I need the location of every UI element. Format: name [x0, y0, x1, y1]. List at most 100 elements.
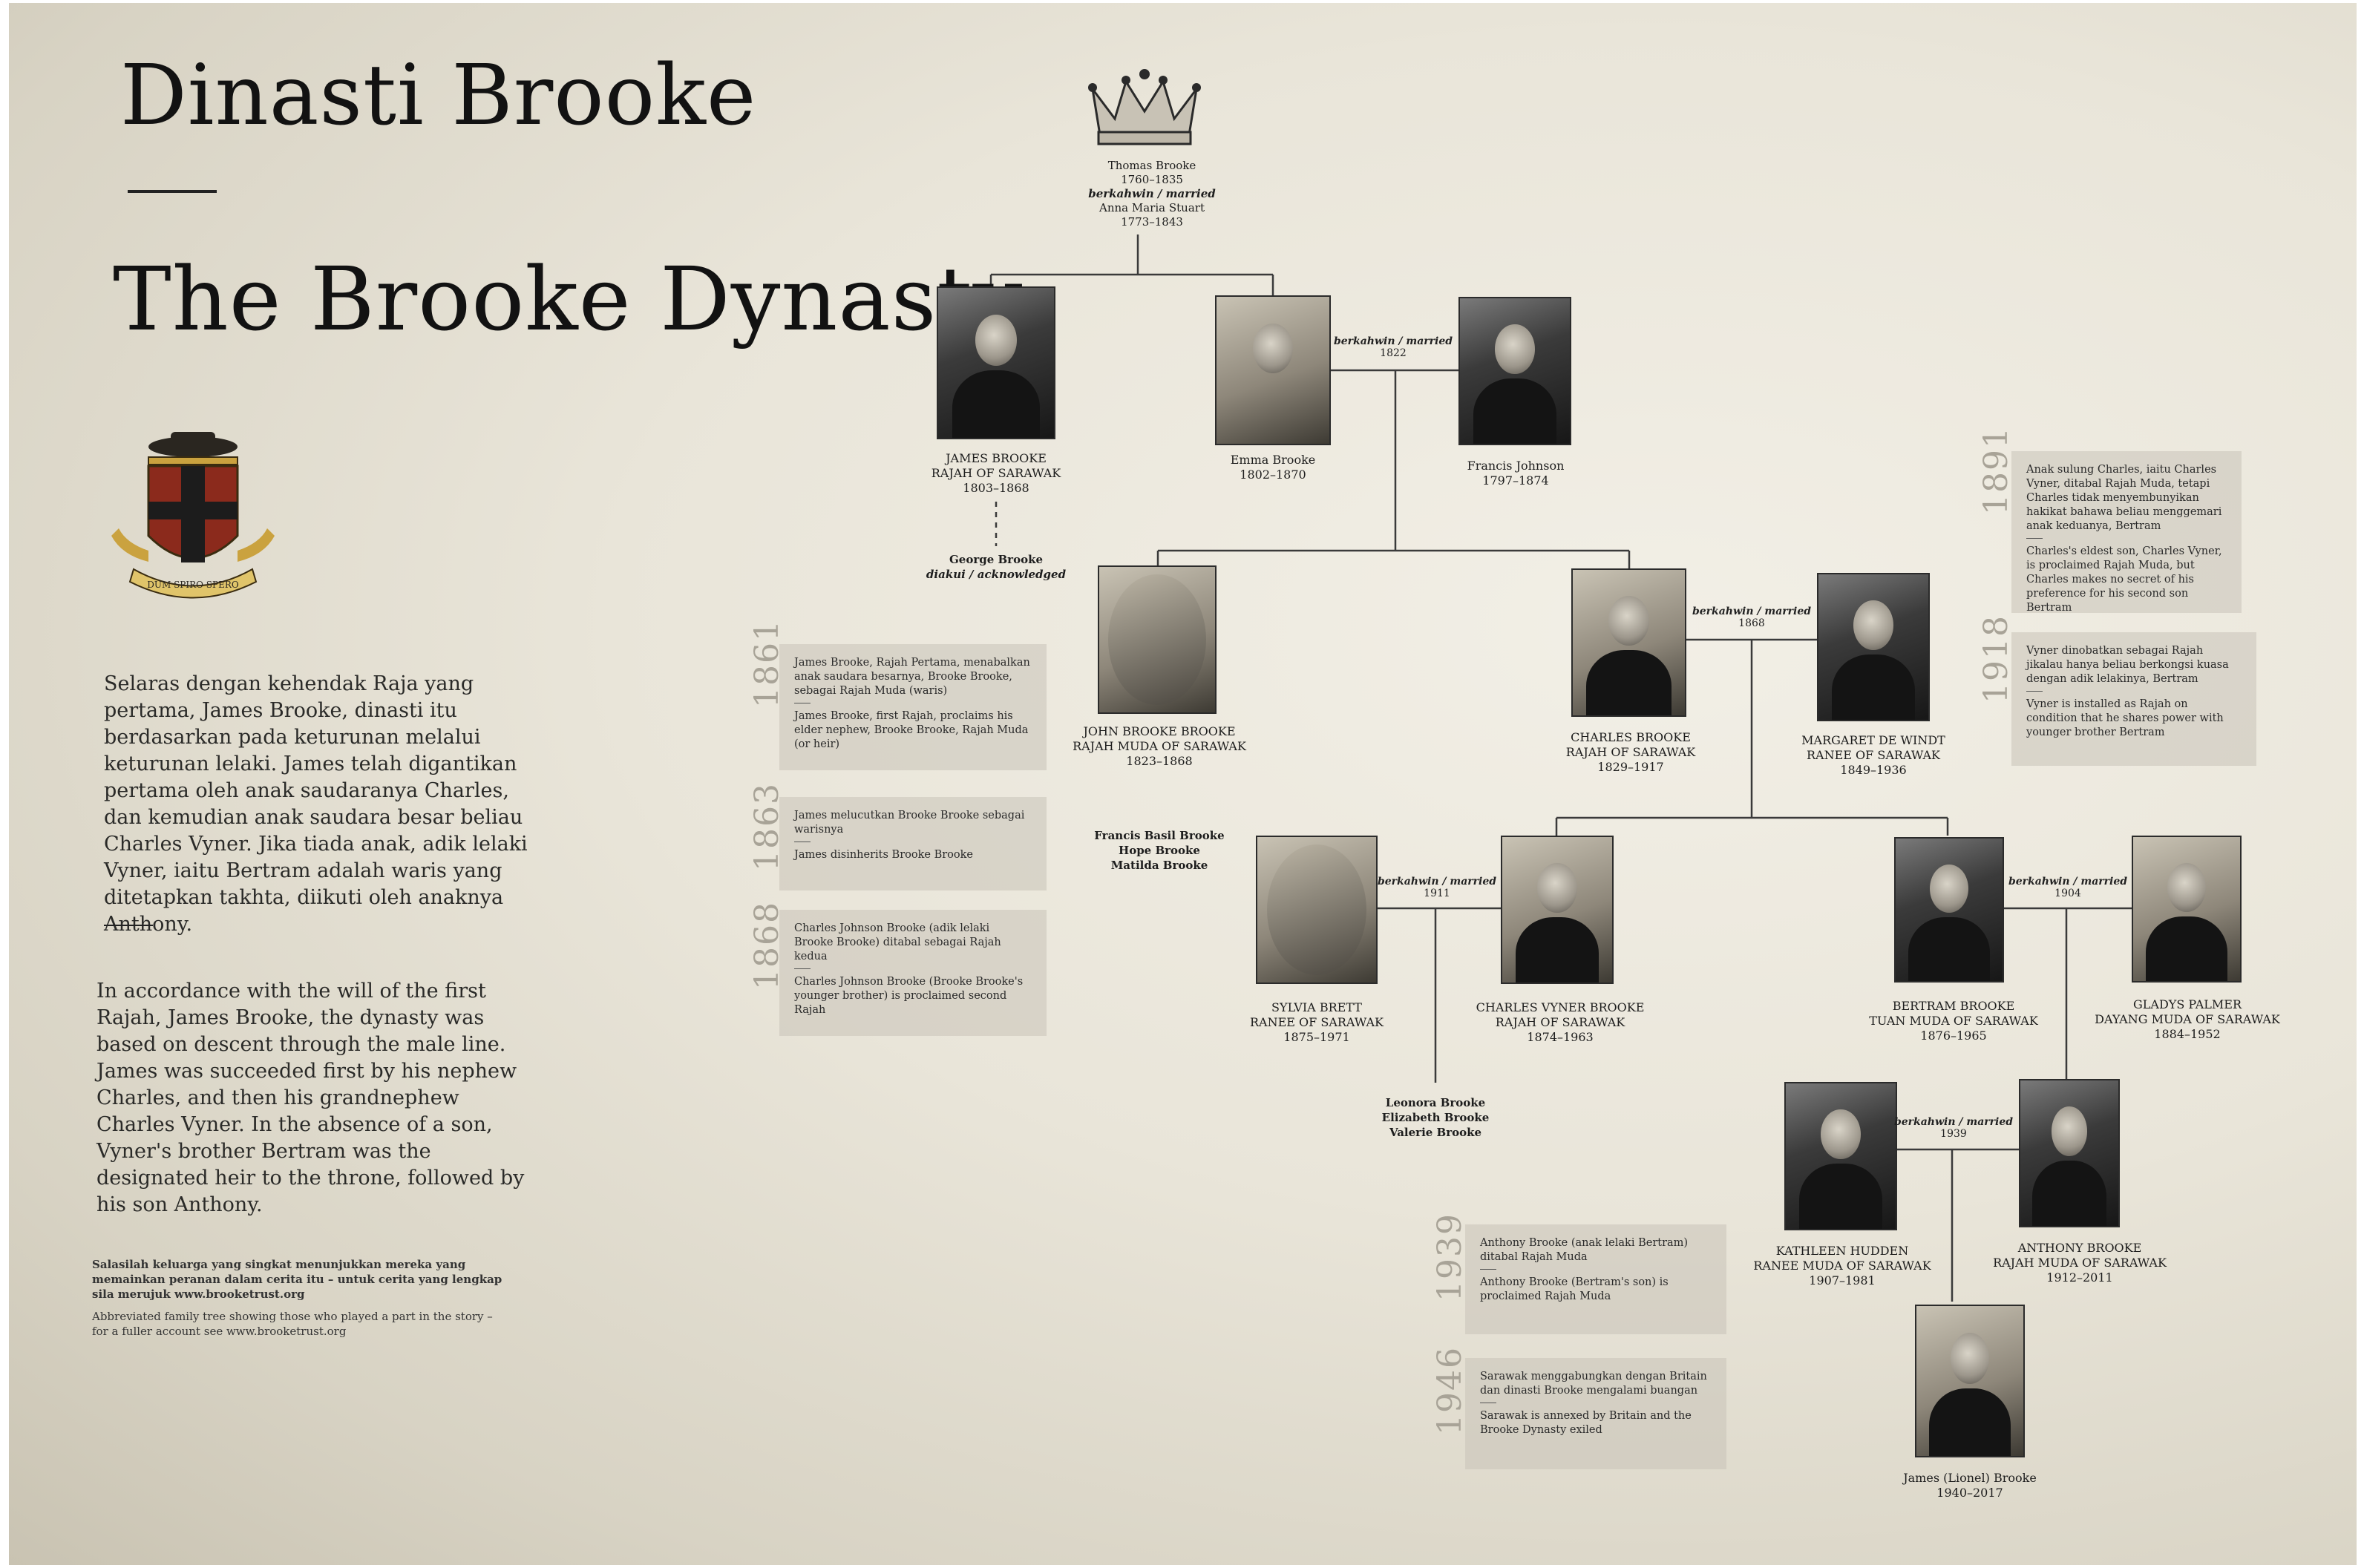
person-sylvia-brett: SYLVIA BRETT RANEE OF SARAWAK 1875–1971 [1220, 1000, 1413, 1045]
child-john-1: Hope Brooke [1119, 844, 1200, 857]
person-anthony-brooke: ANTHONY BROOKE RAJAH MUDA OF SARAWAK 191… [1976, 1241, 2184, 1285]
marriage-bertram-gladys-label: berkahwin / married [2008, 876, 2128, 888]
photo-bertram-brooke [1894, 837, 2004, 983]
event-1891-english: Charles's eldest son, Charles Vyner, is … [2026, 545, 2222, 614]
event-1946-malay: Sarawak menggabungkan dengan Britain dan… [1480, 1371, 1707, 1397]
crest-motto: DUM SPIRO SPERO [147, 580, 239, 590]
george-note: diakui / acknowledged [926, 568, 1067, 581]
thomas-married: berkahwin / married [1088, 187, 1216, 200]
gladys-title: DAYANG MUDA OF SARAWAK [2095, 1012, 2280, 1026]
event-year-1946: 1946 [1431, 1346, 1469, 1435]
marriage-kathleen-anthony-label: berkahwin / married [1893, 1116, 2014, 1128]
event-1918: Vyner dinobatkan sebagai Rajah jikalau h… [2011, 632, 2256, 766]
photo-sylvia-brett [1256, 836, 1378, 984]
event-year-1891: 1891 [1977, 426, 2015, 515]
photo-anthony-brooke [2019, 1079, 2120, 1227]
sylvia-title: RANEE OF SARAWAK [1250, 1015, 1384, 1029]
intro-english: In accordance with the will of the first… [96, 980, 525, 1216]
marriage-sylvia-vyner-year: 1911 [1424, 888, 1450, 899]
children-john: Francis Basil Brooke Hope Brooke Matilda… [1063, 828, 1256, 873]
person-john-brooke-brooke: JOHN BROOKE BROOKE RAJAH MUDA OF SARAWAK… [1048, 724, 1271, 769]
person-james-brooke: JAMES BROOKE RAJAH OF SARAWAK 1803–1868 [892, 451, 1100, 496]
children-vyner: Leonora Brooke Elizabeth Brooke Valerie … [1345, 1095, 1526, 1140]
photo-gladys-palmer [2132, 836, 2242, 983]
event-1891: Anak sulung Charles, iaitu Charles Vyner… [2011, 451, 2242, 614]
event-1946-english: Sarawak is annexed by Britain and the Br… [1480, 1410, 1692, 1436]
marriage-charles-margaret: berkahwin / married 1868 [1688, 606, 1815, 629]
margaret-name: MARGARET DE WINDT [1801, 733, 1945, 747]
event-year-1918: 1918 [1977, 614, 2015, 703]
event-1946: Sarawak menggabungkan dengan Britain dan… [1465, 1358, 1726, 1469]
bertram-name: BERTRAM BROOKE [1892, 999, 2015, 1013]
marriage-sylvia-vyner-label: berkahwin / married [1377, 876, 1497, 888]
event-1891-malay: Anak sulung Charles, iaitu Charles Vyner… [2026, 464, 2222, 532]
title-english: The Brooke Dynasty [113, 248, 1024, 350]
child-john-0: Francis Basil Brooke [1094, 829, 1225, 842]
kathleen-name: KATHLEEN HUDDEN [1775, 1244, 1909, 1258]
marriage-bertram-gladys: berkahwin / married 1904 [2006, 876, 2130, 899]
child-vyner-2: Valerie Brooke [1389, 1126, 1482, 1139]
anthony-name: ANTHONY BROOKE [2017, 1241, 2142, 1255]
event-1863-malay: James melucutkan Brooke Brooke sebagai w… [794, 810, 1025, 836]
marriage-emma-francis: berkahwin / married 1822 [1330, 335, 1456, 359]
anthony-title: RAJAH MUDA OF SARAWAK [1993, 1256, 2167, 1270]
event-1863-english: James disinherits Brooke Brooke [794, 849, 973, 861]
exhibit-wall: Dinasti Brooke The Brooke Dynasty DUM SP… [9, 3, 2357, 1565]
bertram-title: TUAN MUDA OF SARAWAK [1869, 1014, 2038, 1028]
vyner-title: RAJAH OF SARAWAK [1495, 1015, 1625, 1029]
event-1861: James Brooke, Rajah Pertama, menabalkan … [779, 644, 1047, 770]
bertram-years: 1876–1965 [1920, 1029, 1987, 1043]
event-1868-english: Charles Johnson Brooke (Brooke Brooke's … [794, 976, 1024, 1016]
photo-emma-brooke [1215, 295, 1331, 445]
person-francis-johnson: Francis Johnson 1797–1874 [1427, 459, 1605, 488]
person-gladys-palmer: GLADYS PALMER DAYANG MUDA OF SARAWAK 188… [2080, 997, 2295, 1042]
sylvia-years: 1875–1971 [1283, 1030, 1350, 1044]
marriage-sylvia-vyner: berkahwin / married 1911 [1375, 876, 1499, 899]
emma-name: Emma Brooke [1230, 453, 1316, 467]
photo-charles-vyner-brooke [1501, 836, 1614, 984]
george-name: George Brooke [949, 553, 1044, 566]
john-years: 1823–1868 [1126, 754, 1193, 768]
james-years: 1803–1868 [963, 481, 1029, 495]
event-1918-english: Vyner is installed as Rajah on condition… [2026, 698, 2224, 738]
charles-years: 1829–1917 [1597, 760, 1664, 774]
child-vyner-1: Elizabeth Brooke [1381, 1111, 1490, 1124]
gladys-name: GLADYS PALMER [2133, 997, 2242, 1011]
marriage-kathleen-anthony: berkahwin / married 1939 [1891, 1116, 2016, 1140]
coat-of-arms-icon: DUM SPIRO SPERO [111, 432, 275, 599]
title-divider [128, 190, 217, 193]
thomas-spouse: Anna Maria Stuart [1099, 201, 1205, 214]
footnote-malay: Salasilah keluarga yang singkat menunjuk… [92, 1258, 502, 1301]
gladys-years: 1884–1952 [2154, 1027, 2221, 1041]
james-title: RAJAH OF SARAWAK [931, 466, 1061, 480]
person-thomas-brooke: Thomas Brooke 1760–1835 berkahwin / marr… [1063, 159, 1241, 229]
james-lionel-years: 1940–2017 [1936, 1486, 2003, 1500]
marriage-emma-francis-label: berkahwin / married [1333, 335, 1453, 347]
thomas-name: Thomas Brooke [1107, 159, 1196, 172]
person-bertram-brooke: BERTRAM BROOKE TUAN MUDA OF SARAWAK 1876… [1850, 999, 2057, 1043]
francis-name: Francis Johnson [1467, 459, 1565, 473]
photo-james-lionel-brooke [1915, 1305, 2025, 1457]
event-1868-malay: Charles Johnson Brooke (adik lelaki Broo… [794, 922, 1001, 962]
marriage-charles-margaret-year: 1868 [1738, 617, 1765, 629]
crown-icon [1088, 69, 1201, 145]
event-1939-english: Anthony Brooke (Bertram's son) is procla… [1480, 1276, 1669, 1302]
event-1861-malay: James Brooke, Rajah Pertama, menabalkan … [794, 657, 1030, 697]
person-charles-vyner-brooke: CHARLES VYNER BROOKE RAJAH OF SARAWAK 18… [1449, 1000, 1672, 1045]
francis-years: 1797–1874 [1482, 473, 1549, 488]
person-kathleen-hudden: KATHLEEN HUDDEN RANEE MUDA OF SARAWAK 19… [1738, 1244, 1946, 1288]
photo-francis-johnson [1458, 297, 1571, 445]
child-john-2: Matilda Brooke [1110, 859, 1208, 872]
sylvia-name: SYLVIA BRETT [1271, 1000, 1362, 1014]
photo-james-brooke [937, 286, 1055, 439]
charles-name: CHARLES BROOKE [1571, 730, 1691, 744]
person-james-lionel-brooke: James (Lionel) Brooke 1940–2017 [1873, 1471, 2066, 1500]
margaret-title: RANEE OF SARAWAK [1807, 748, 1940, 762]
person-charles-brooke: CHARLES BROOKE RAJAH OF SARAWAK 1829–191… [1527, 730, 1735, 775]
photo-margaret-de-windt [1817, 573, 1930, 721]
james-name: JAMES BROOKE [946, 451, 1047, 465]
photo-john-brooke-brooke [1098, 565, 1217, 714]
event-1939-malay: Anthony Brooke (anak lelaki Bertram) dit… [1480, 1237, 1689, 1263]
intro-malay: Selaras dengan kehendak Raja yang pertam… [104, 672, 528, 936]
footnote-english: Abbreviated family tree showing those wh… [92, 1310, 493, 1338]
